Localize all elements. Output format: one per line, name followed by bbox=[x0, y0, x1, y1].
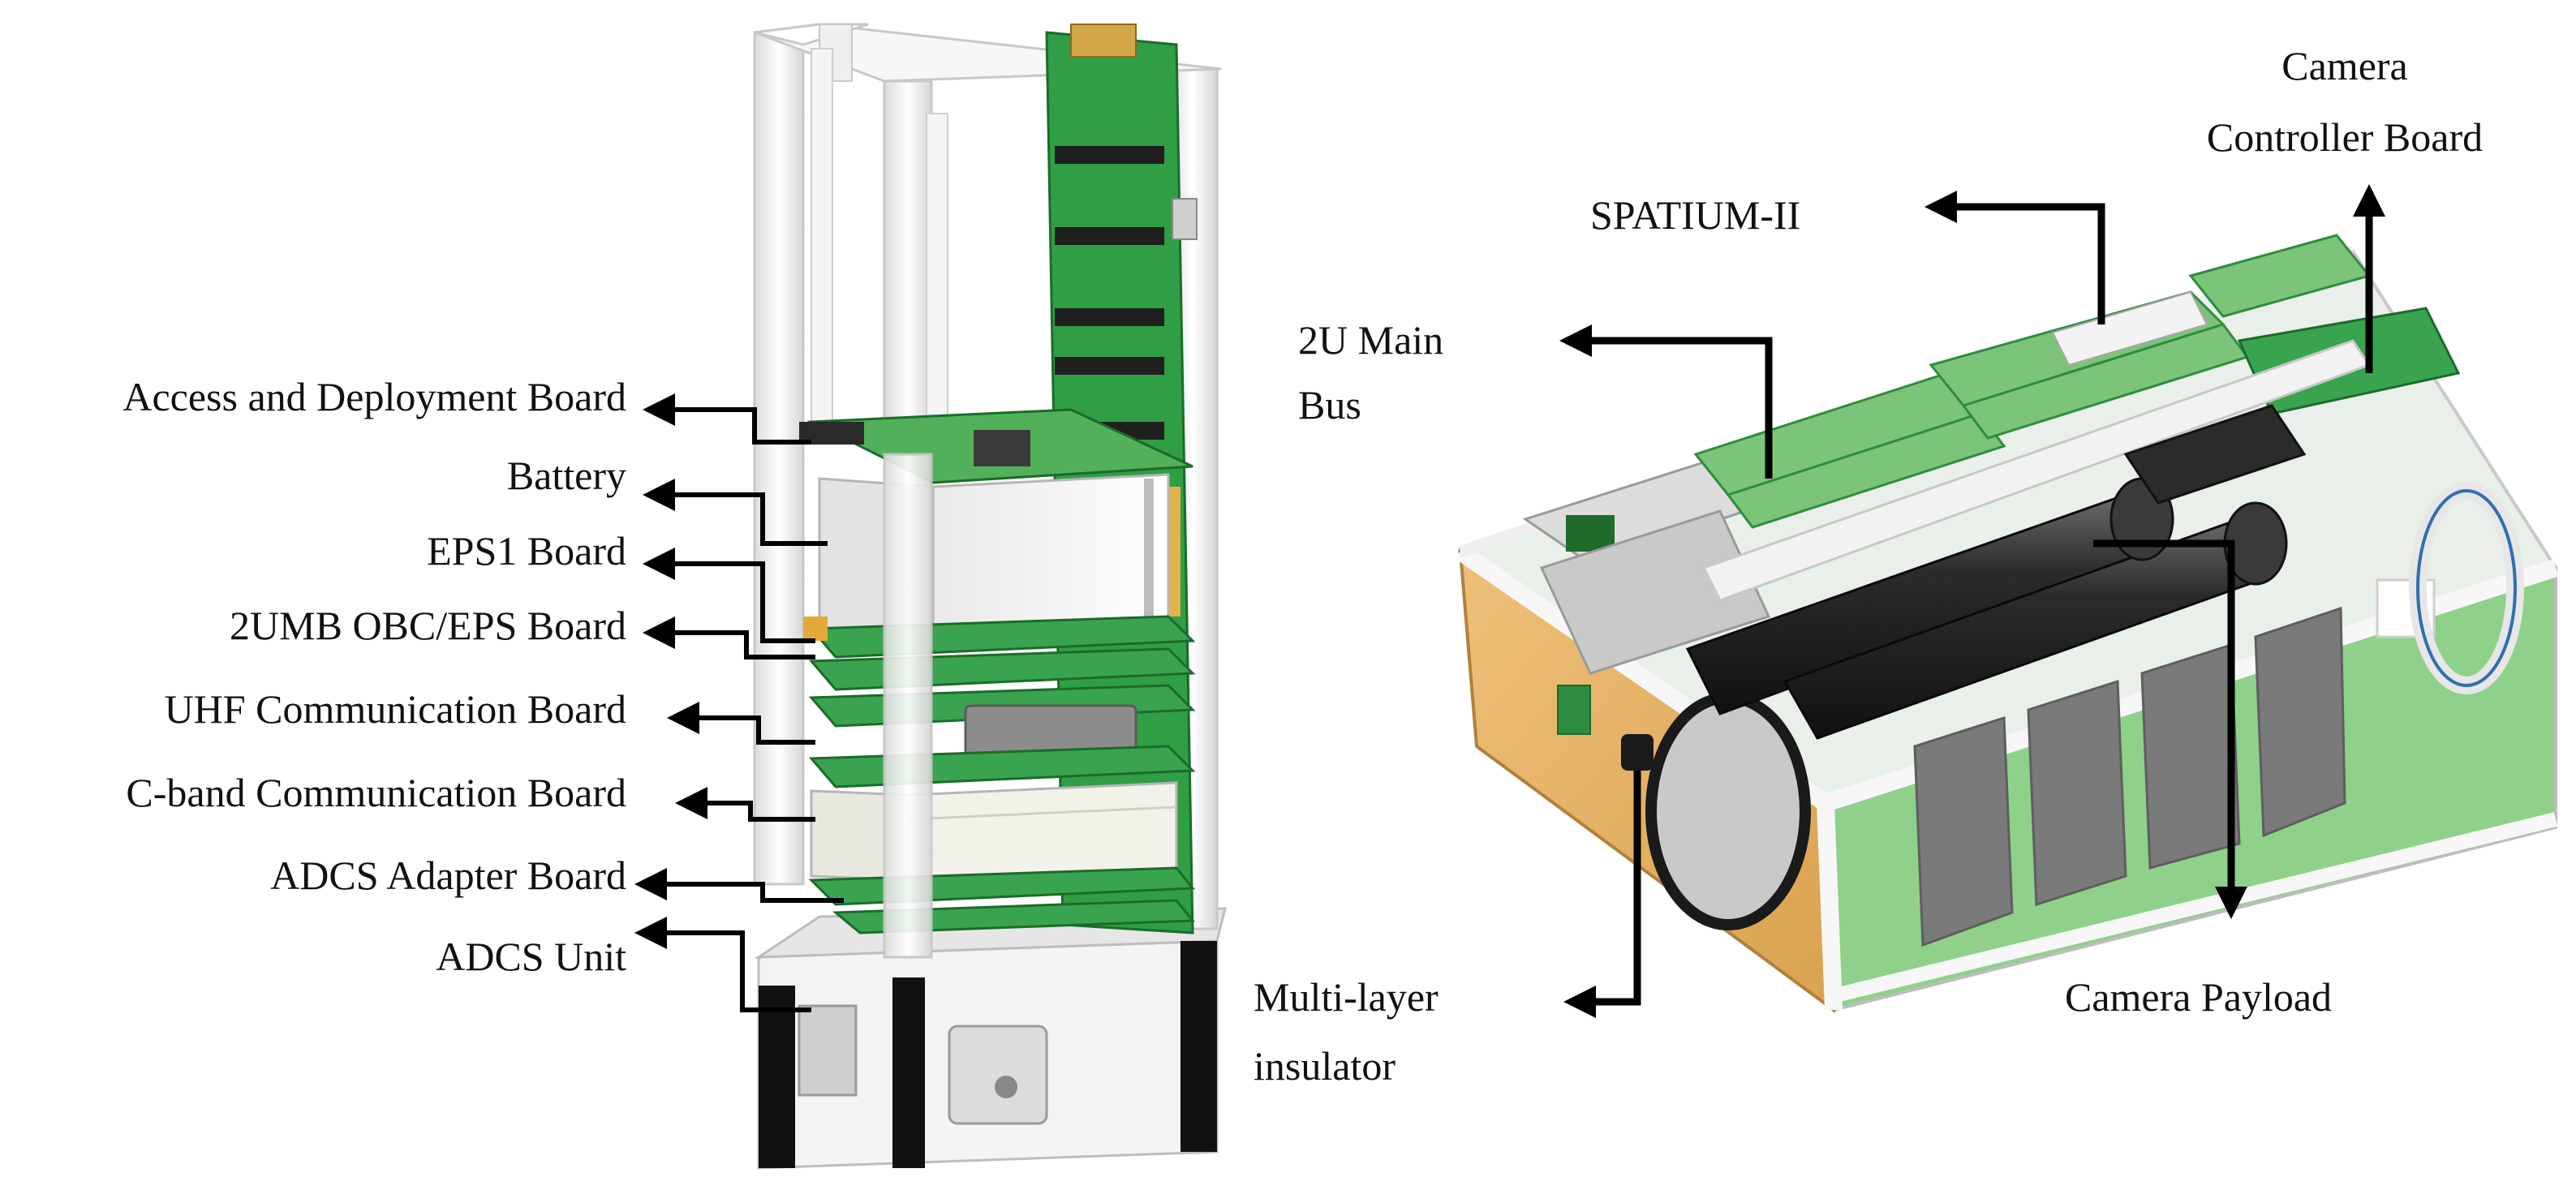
right-leader-arrows bbox=[1559, 184, 2385, 1018]
arrow-camera-payload bbox=[2093, 539, 2247, 919]
label-multi-layer-line2: insulator bbox=[1254, 1043, 1396, 1089]
arrow-spatium bbox=[1924, 191, 2105, 324]
arrow-battery bbox=[643, 479, 828, 546]
label-battery: Battery bbox=[506, 453, 626, 498]
arrow-adcs-unit bbox=[634, 917, 811, 1012]
stack-illustration bbox=[753, 23, 1227, 1170]
label-2umb-obc-eps-board: 2UMB OBC/EPS Board bbox=[230, 603, 626, 648]
arrow-adcs-adapter bbox=[634, 868, 844, 903]
arrow-access-deployment bbox=[643, 393, 811, 445]
label-adcs-adapter-board: ADCS Adapter Board bbox=[270, 853, 626, 898]
camera-lens bbox=[1645, 692, 1811, 930]
solar-cells bbox=[1913, 606, 2346, 947]
arrow-2umb bbox=[643, 616, 815, 659]
label-c-band-communication-board: C-band Communication Board bbox=[126, 770, 626, 815]
label-multi-layer-line1: Multi-layer bbox=[1254, 974, 1439, 1020]
interior-boards bbox=[1522, 234, 2461, 675]
label-access-deployment-board: Access and Deployment Board bbox=[123, 374, 626, 419]
label-camera-controller-line2: Controller Board bbox=[2206, 114, 2484, 160]
label-eps1-board: EPS1 Board bbox=[427, 528, 626, 574]
label-spatium-ii: SPATIUM-II bbox=[1590, 192, 1801, 238]
arrow-cband bbox=[675, 787, 815, 822]
left-leader-arrows bbox=[634, 393, 844, 1012]
arrow-main-bus bbox=[1559, 324, 1773, 479]
cubesat-illustration bbox=[1455, 234, 2559, 1014]
label-camera-payload: Camera Payload bbox=[2065, 974, 2333, 1020]
arrow-insulator bbox=[1563, 771, 1641, 1018]
arrow-uhf bbox=[667, 702, 815, 745]
camera-payload-cylinders bbox=[1685, 404, 2307, 740]
label-adcs-unit: ADCS Unit bbox=[436, 934, 626, 979]
arrow-eps1 bbox=[643, 548, 815, 643]
label-2u-main-bus-line1: 2U Main bbox=[1298, 317, 1444, 363]
adcs-unit-block bbox=[754, 907, 1227, 1170]
label-camera-controller-line1: Camera bbox=[2281, 43, 2408, 88]
label-uhf-communication-board: UHF Communication Board bbox=[164, 686, 626, 732]
insulator-knob bbox=[1621, 734, 1654, 771]
label-2u-main-bus-line2: Bus bbox=[1298, 382, 1361, 427]
